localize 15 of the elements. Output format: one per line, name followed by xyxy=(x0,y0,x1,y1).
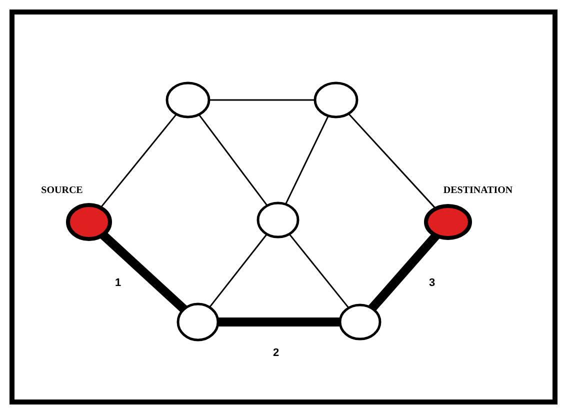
connector-line xyxy=(100,114,178,208)
connector-line xyxy=(288,234,350,308)
edge-label: 2 xyxy=(272,347,280,359)
connector-line xyxy=(209,99,315,101)
connector-line xyxy=(208,234,268,308)
edge-label: 1 xyxy=(114,277,122,289)
node-caption: DESTINATION xyxy=(443,185,513,196)
connector-line xyxy=(198,114,268,206)
node-caption: SOURCE xyxy=(41,185,83,196)
edge-label: 3 xyxy=(428,277,436,289)
connector-line xyxy=(100,231,188,312)
connector-line xyxy=(218,318,340,326)
connector-line xyxy=(284,116,330,205)
connector-line xyxy=(348,113,436,210)
connector-line xyxy=(368,232,440,312)
